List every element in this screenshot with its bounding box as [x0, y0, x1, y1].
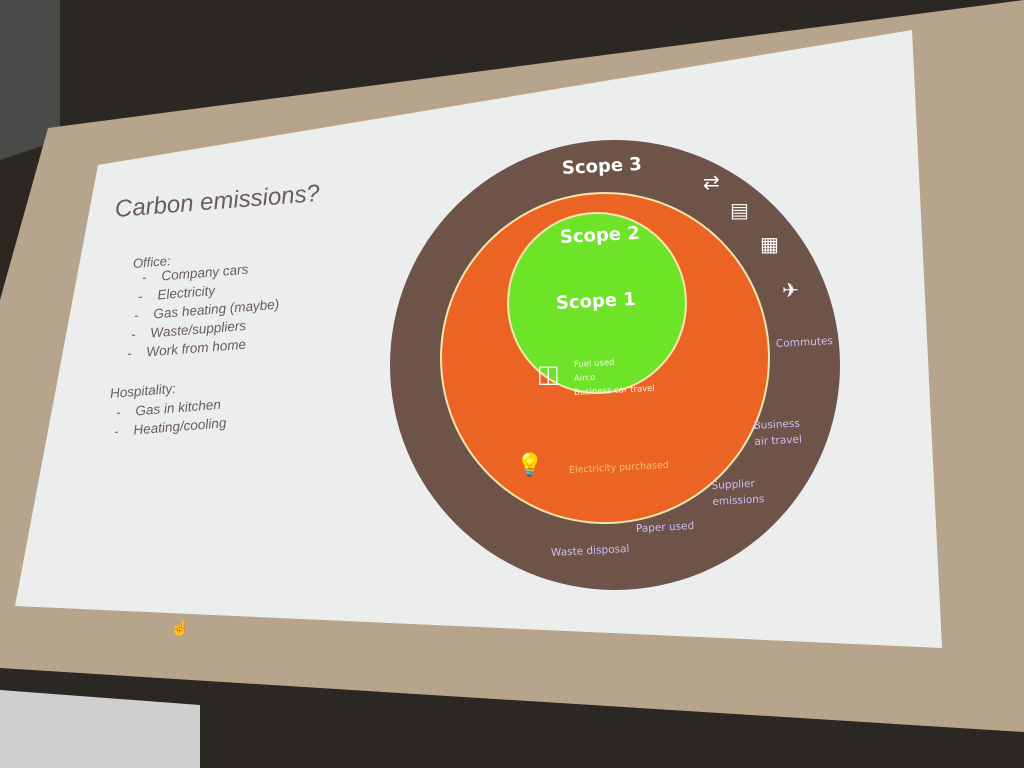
car-commute-icon: ⇄: [703, 172, 720, 194]
floor-area: [0, 690, 200, 768]
scope1-label: Scope 1: [555, 288, 637, 314]
scope3-item: Business air travel: [753, 417, 803, 448]
ceiling-corner: [0, 0, 60, 160]
fuel-barrel-icon: ◫: [537, 361, 560, 388]
scope3-item: Commutes: [775, 335, 834, 350]
mouse-cursor-icon: ☝: [170, 620, 190, 637]
scope2-label: Scope 2: [559, 222, 641, 248]
scope3-label: Scope 3: [561, 153, 643, 179]
paper-stack-icon: ▤: [730, 200, 749, 222]
scope3-item: Supplier emissions: [711, 477, 765, 508]
scope3-item: Paper used: [635, 519, 695, 535]
supplier-factory-icon: ▦: [760, 234, 779, 256]
globe-plane-icon: ✈: [782, 280, 799, 302]
plug-bulb-icon: 💡: [516, 452, 544, 477]
scope1-circle: [507, 212, 687, 394]
